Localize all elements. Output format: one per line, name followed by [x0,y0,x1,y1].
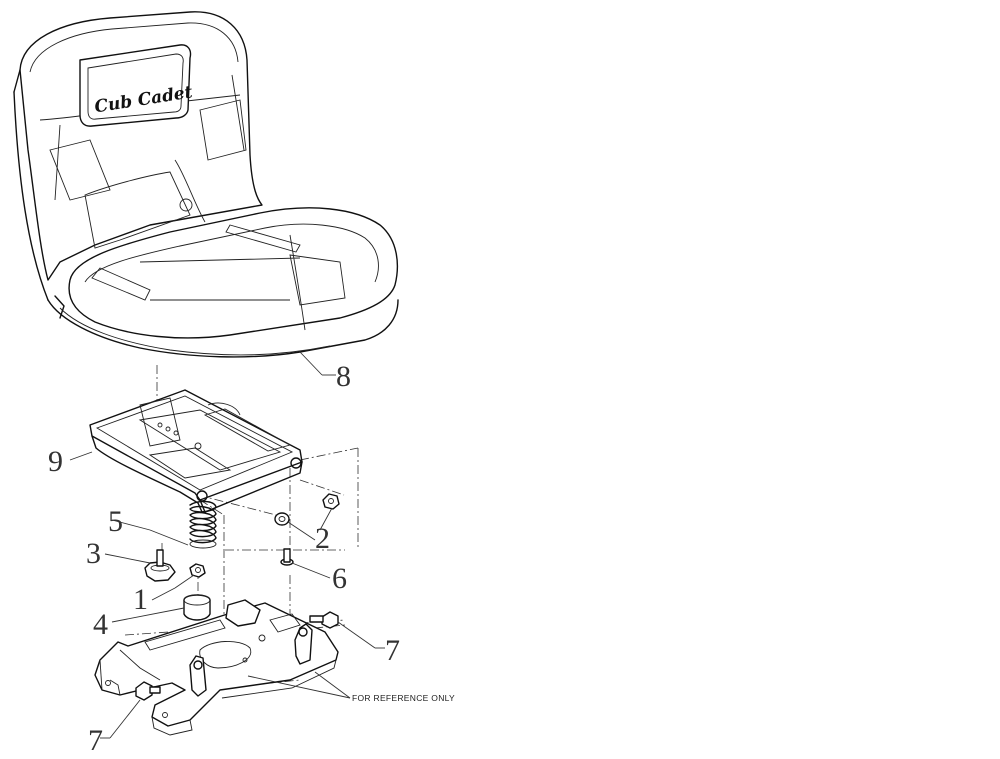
reference-note-text: FOR REFERENCE ONLY [352,693,455,703]
callout-2: 2 [315,522,330,555]
callout-3: 3 [86,537,101,570]
base-bracket [94,599,339,736]
seat-pan: 9 [48,389,303,513]
seat: Cub Cadet 8 [13,11,399,393]
callout-9: 9 [48,445,63,478]
callout-1: 1 [133,583,148,616]
carriage-bolts: 7 7 [88,611,400,757]
washer-and-nut: 2 [274,493,340,555]
callout-8: 8 [336,360,351,393]
flange-nut: 1 [133,563,206,616]
reference-note: FOR REFERENCE ONLY [247,671,455,703]
callout-4: 4 [93,608,108,641]
spring: 5 [108,500,217,549]
callout-5: 5 [108,505,123,538]
callout-7-right: 7 [385,634,400,667]
callout-6: 6 [332,562,347,595]
shoulder-bolt: 6 [280,548,347,595]
rubber-bumper: 4 [93,594,211,641]
adjustment-knob: 3 [86,537,176,582]
callout-7-left: 7 [88,724,103,757]
